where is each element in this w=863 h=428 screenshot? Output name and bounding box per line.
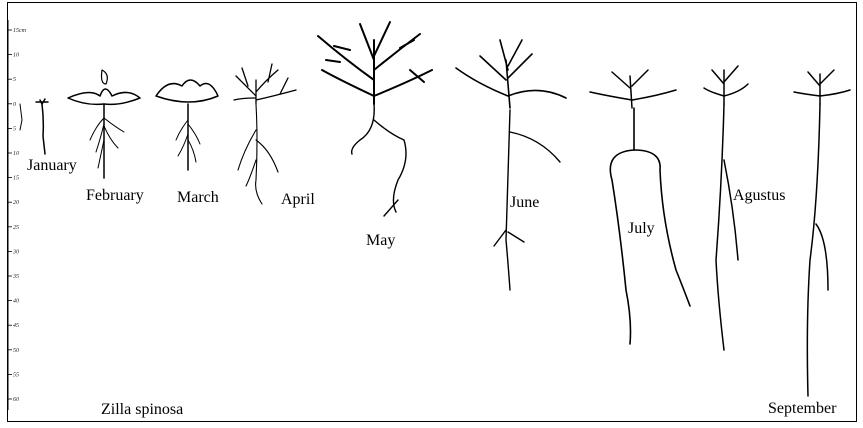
scale-tick-label: 45 <box>13 322 19 329</box>
scale-tick-label: 10 <box>13 151 19 157</box>
scale-tick-label: 30 <box>12 249 19 255</box>
plant-may <box>318 22 432 216</box>
month-label-march: March <box>177 189 219 207</box>
plant-february <box>68 70 140 178</box>
plant-july <box>590 70 690 344</box>
scale-tick-label: 50 <box>13 348 19 354</box>
scale-tick-label: 0 <box>13 102 16 108</box>
scale-tick-label: 15 <box>13 176 19 182</box>
scale-tick-label: 60 <box>13 397 19 403</box>
month-label-february: February <box>86 187 144 205</box>
month-label-agustus: Agustus <box>733 187 785 205</box>
scale-tick-label: 5 <box>13 77 16 83</box>
plant-april <box>234 64 296 204</box>
scale-tick-label: 5 <box>13 126 16 132</box>
month-label-april: April <box>281 191 315 209</box>
month-label-june: June <box>510 194 539 212</box>
month-label-september: September <box>768 400 836 418</box>
plant-january <box>20 99 48 154</box>
plant-agustus <box>704 66 748 350</box>
scale-tick-label: 20 <box>13 200 19 206</box>
plant-june <box>456 40 566 290</box>
month-label-january: January <box>27 157 77 175</box>
scale-tick-label: 25 <box>13 225 19 231</box>
plant-september <box>794 70 850 396</box>
scale-tick-label: 55 <box>13 372 19 378</box>
scale-tick-label: 15cm <box>13 28 27 34</box>
month-label-july: July <box>628 220 655 238</box>
month-label-may: May <box>366 232 395 250</box>
scale-tick-label: 35 <box>12 274 19 280</box>
scale-tick-label: 10 <box>13 53 19 59</box>
scale-tick-label: 40 <box>13 298 19 305</box>
plant-march <box>156 80 218 170</box>
species-label: Zilla spinosa <box>101 401 183 419</box>
